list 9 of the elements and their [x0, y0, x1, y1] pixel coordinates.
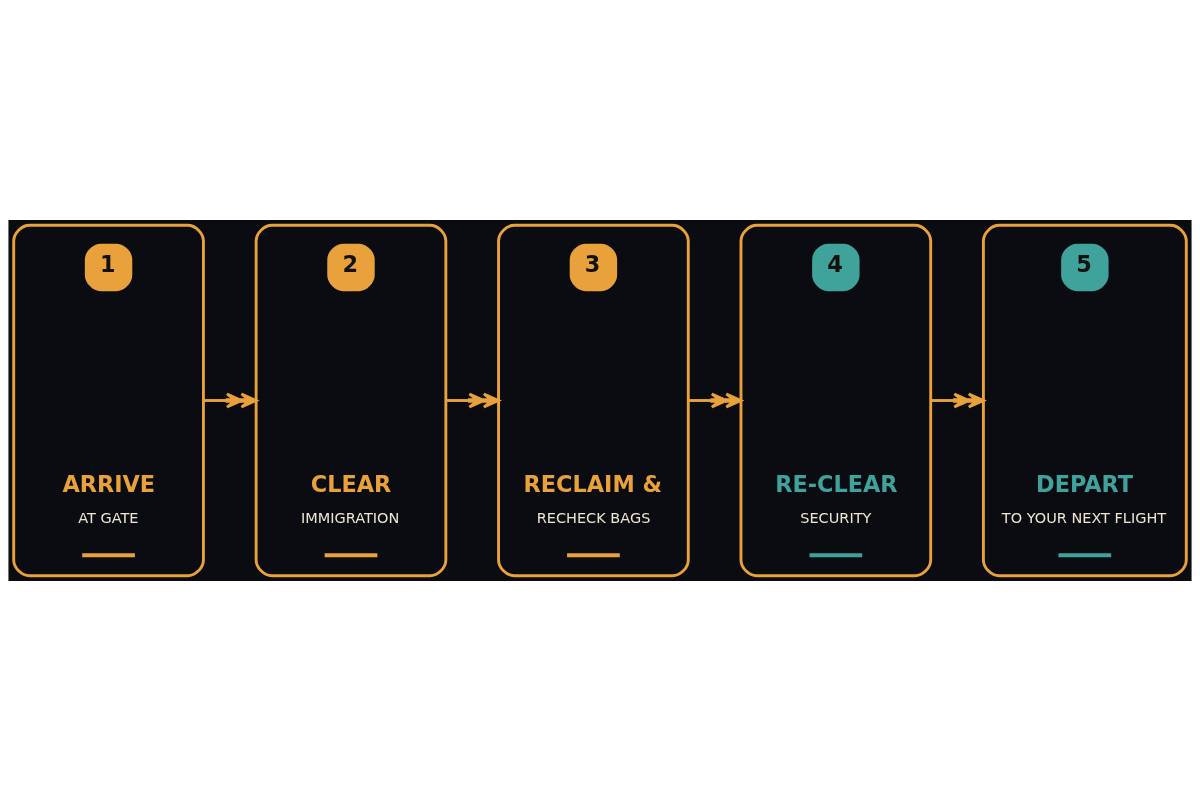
node-box: 2 CLEAR IMMIGRATION	[254, 223, 448, 577]
node-box: 3 RECLAIM & RECHECK BAGS	[497, 223, 690, 577]
arrow	[931, 392, 985, 408]
arrow	[203, 392, 258, 408]
arrow	[446, 392, 500, 408]
node-box: 1 ARRIVE AT GATE	[12, 223, 205, 577]
node-box: 5 DEPART TO YOUR NEXT FLIGHT	[981, 223, 1188, 577]
arrow	[688, 392, 743, 408]
node-box: 4 RE-CLEAR SECURITY	[739, 223, 933, 577]
